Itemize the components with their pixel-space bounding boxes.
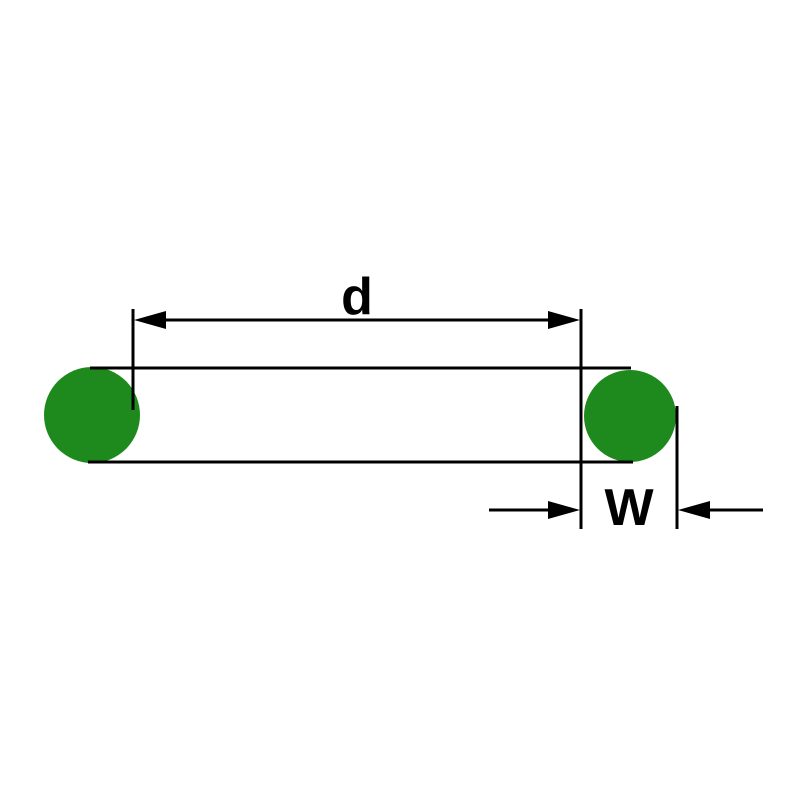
oring-left-cross-section xyxy=(44,367,140,463)
oring-right-cross-section xyxy=(584,370,676,462)
w-arrowhead-left-icon xyxy=(548,501,580,519)
label-cross-section-width: W xyxy=(604,479,654,537)
label-inner-diameter: d xyxy=(341,268,373,326)
arrowhead-left-icon xyxy=(134,311,166,329)
arrowhead-right-icon xyxy=(548,311,580,329)
dimension-inner-diameter: d xyxy=(131,268,583,529)
dimension-cross-section-width: W xyxy=(489,406,763,537)
w-arrowhead-right-icon xyxy=(678,501,710,519)
oring-body xyxy=(44,366,676,464)
